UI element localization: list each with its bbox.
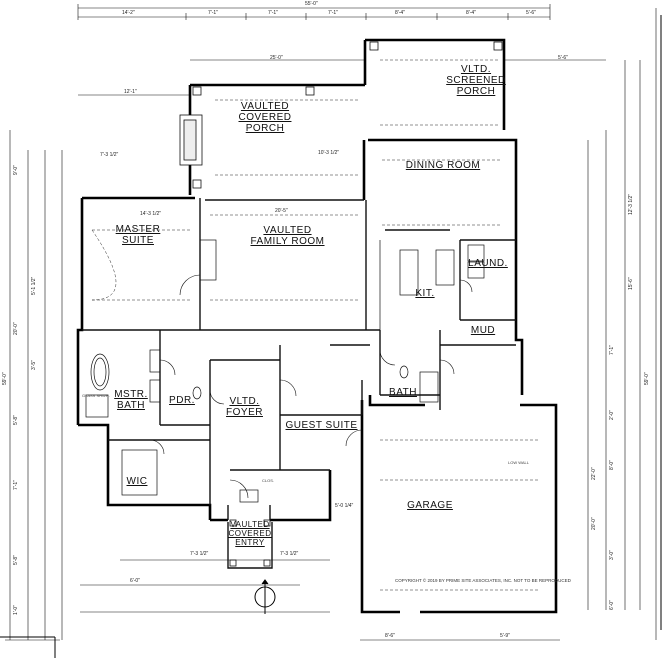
ceiling-lines (91, 59, 540, 591)
dim-dining-10: 10'-3 1/2" (318, 150, 340, 156)
dim-bottom-7: 7'-3 1/2" (190, 551, 209, 557)
room-label-mud: MUD (470, 325, 496, 336)
dim-right-v-4: 2'-0" (609, 410, 615, 420)
exterior-walls (76, 38, 558, 614)
dim-left-v-5: 5'-8" (13, 415, 19, 425)
dim-left-v-7: 5'-8" (13, 555, 19, 565)
dim-left-12: 12'-1" (124, 89, 137, 95)
dim-family-width: 20'-5" (275, 208, 288, 214)
dim-left-v-8: 1'-0" (13, 605, 19, 615)
dim-bottom-5: 5'-9" (500, 633, 510, 639)
dim-porch-width: 25'-0" (270, 55, 283, 61)
dim-bottom-6: 6'-0" (130, 578, 140, 584)
note-glass-shower: GLASS SHWR. (82, 393, 110, 398)
dim-right-v-3: 7'-1" (609, 345, 615, 355)
dim-top-1: 14'-2" (122, 10, 135, 16)
dim-right-v-7: 6'-0" (609, 600, 615, 610)
fixtures (85, 239, 485, 503)
dim-master-14: 14'-3 1/2" (140, 211, 162, 217)
sheet-border (0, 15, 662, 658)
room-label-garage: GARAGE (407, 500, 453, 511)
room-label-mstr-bath: MSTR.BATH (114, 389, 148, 411)
dim-left-v-6: 7'-1" (13, 480, 19, 490)
dim-right-v-6: 3'-0" (609, 550, 615, 560)
dim-left-v-1: 9'-0" (13, 165, 19, 175)
note-coat: CLOS. (262, 478, 275, 483)
room-label-bath: BATH (389, 387, 417, 398)
dim-top-5: 8'-4" (395, 10, 405, 16)
room-label-wic: WIC (126, 476, 148, 487)
dim-top-3: 7'-1" (268, 10, 278, 16)
porch-details (179, 41, 503, 569)
dim-right-5: 5'-6" (558, 55, 568, 61)
door-swings (149, 274, 473, 499)
dim-left-v-2: 5'-1 1/2" (31, 276, 37, 295)
room-label-dining-room: DINING ROOM (405, 160, 481, 171)
dim-bottom-7b: 7'-3 1/2" (280, 551, 299, 557)
note-low-wall: LOW WALL (508, 460, 529, 465)
dim-left-7: 7'-3 1/2" (100, 152, 119, 158)
dim-right-v-2: 15'-6" (628, 277, 634, 290)
dim-top-4: 7'-1" (328, 10, 338, 16)
room-label-pdr: PDR. (169, 395, 195, 406)
dim-top-overall: 55'-0" (305, 1, 318, 7)
dim-right-v-5: 8'-0" (609, 460, 615, 470)
dim-left-overall: 59'-0" (2, 372, 8, 385)
dim-right-overall: 59'-0" (644, 372, 650, 385)
dim-left-v-4: 3'-5" (31, 360, 37, 370)
dim-garage-right-1: 22'-0" (591, 467, 597, 480)
dimension-lines (5, 4, 657, 641)
room-label-vltd-foyer: VLTD.FOYER (226, 396, 263, 418)
dim-garage-right-2: 20'-0" (591, 517, 597, 530)
room-label-kit: KIT. (415, 288, 435, 299)
room-label-laund: LAUND. (468, 258, 508, 269)
copyright-note: COPYRIGHT © 2019 BY PRIME SITE ASSOCIATE… (395, 578, 571, 583)
dim-foyer-5: 5'-0 1/4" (335, 503, 354, 509)
dim-top-7: 5'-6" (526, 10, 536, 16)
room-label-guest-suite: GUEST SUITE (285, 420, 358, 431)
dim-left-v-3: 20'-0" (13, 322, 19, 335)
north-arrow-icon (254, 579, 276, 614)
dim-top-6: 8'-4" (466, 10, 476, 16)
dim-bottom-8: 8'-6" (385, 633, 395, 639)
dim-top-2: 7'-1" (208, 10, 218, 16)
dim-right-v-1: 12'-3 1/2" (628, 193, 634, 215)
